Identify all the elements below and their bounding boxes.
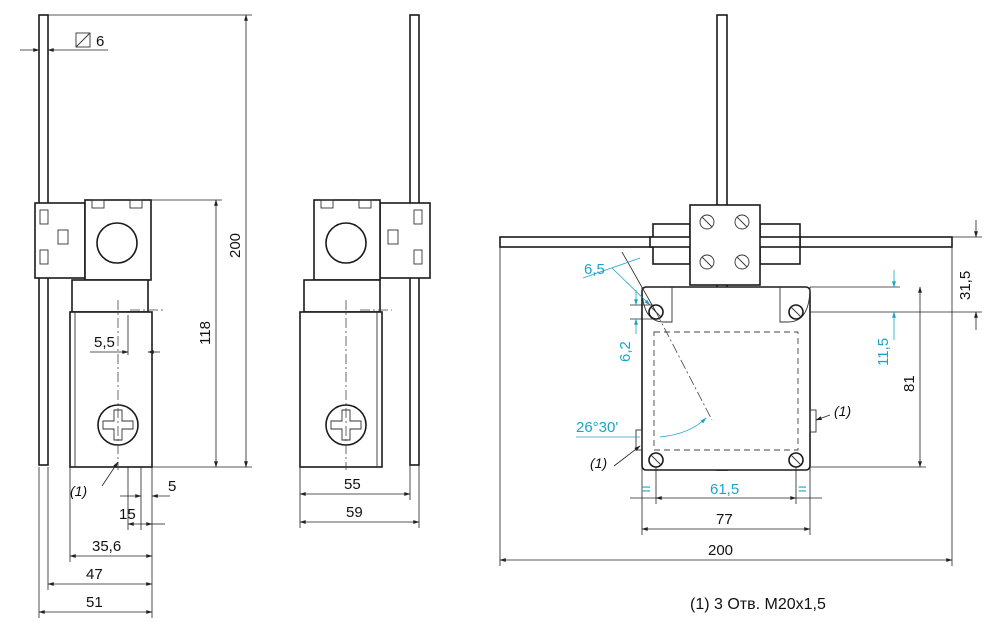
middle-lever-bracket [379, 202, 431, 279]
dim-6-2: 6,2 [617, 341, 634, 362]
dim-5-5: 5,5 [94, 334, 115, 351]
front-body [641, 286, 811, 471]
dim-15: 15 [119, 506, 136, 523]
front-screw-top-right [788, 304, 804, 320]
dim-5: 5 [168, 478, 176, 495]
dim-61-5: 61,5 [710, 481, 739, 498]
middle-head-boss [325, 222, 367, 264]
footnote: (1) 3 Отв. М20х1,5 [690, 596, 826, 613]
left-head-boss [96, 222, 138, 264]
left-side-view [34, 14, 165, 470]
front-head-block [689, 204, 761, 286]
front-view [499, 14, 953, 471]
equal-mark-left: = [642, 481, 651, 498]
dim-77: 77 [716, 511, 733, 528]
dim-200-horizontal: 200 [708, 542, 733, 559]
dim-overall-height: 200 [227, 233, 244, 258]
dim-rod-diameter: 6 [96, 33, 104, 50]
front-callout-1-right: (1) [834, 403, 851, 419]
dim-6-5: 6,5 [584, 261, 605, 278]
dim-35-6: 35,6 [92, 538, 121, 555]
dim-51: 51 [86, 594, 103, 611]
dim-59: 59 [346, 504, 363, 521]
dim-angle: 26°30' [576, 419, 618, 436]
middle-head-housing [313, 199, 381, 281]
front-dimensions: 31,5 11,5 81 6,5 6,2 26°30' (1) (1) [499, 220, 982, 566]
dim-31-5: 31,5 [957, 271, 974, 300]
dim-body-height: 118 [197, 321, 214, 345]
diameter-symbol-icon [75, 32, 91, 48]
dim-55: 55 [344, 476, 361, 493]
left-dimensions: 200 118 6 5,5 (1) 5 15 35,6 [20, 14, 252, 618]
middle-body [299, 311, 383, 468]
left-lever-bracket [34, 202, 86, 279]
left-head-housing [84, 199, 152, 281]
left-body [69, 311, 153, 468]
dim-11-5: 11,5 [875, 338, 892, 366]
front-callout-1-left: (1) [590, 455, 607, 471]
left-callout-1: (1) [70, 483, 87, 499]
dim-47: 47 [86, 566, 103, 583]
dim-81: 81 [901, 375, 918, 392]
middle-side-view [299, 14, 431, 470]
middle-dimensions: 55 59 [299, 465, 420, 528]
equal-mark-right: = [798, 481, 807, 498]
